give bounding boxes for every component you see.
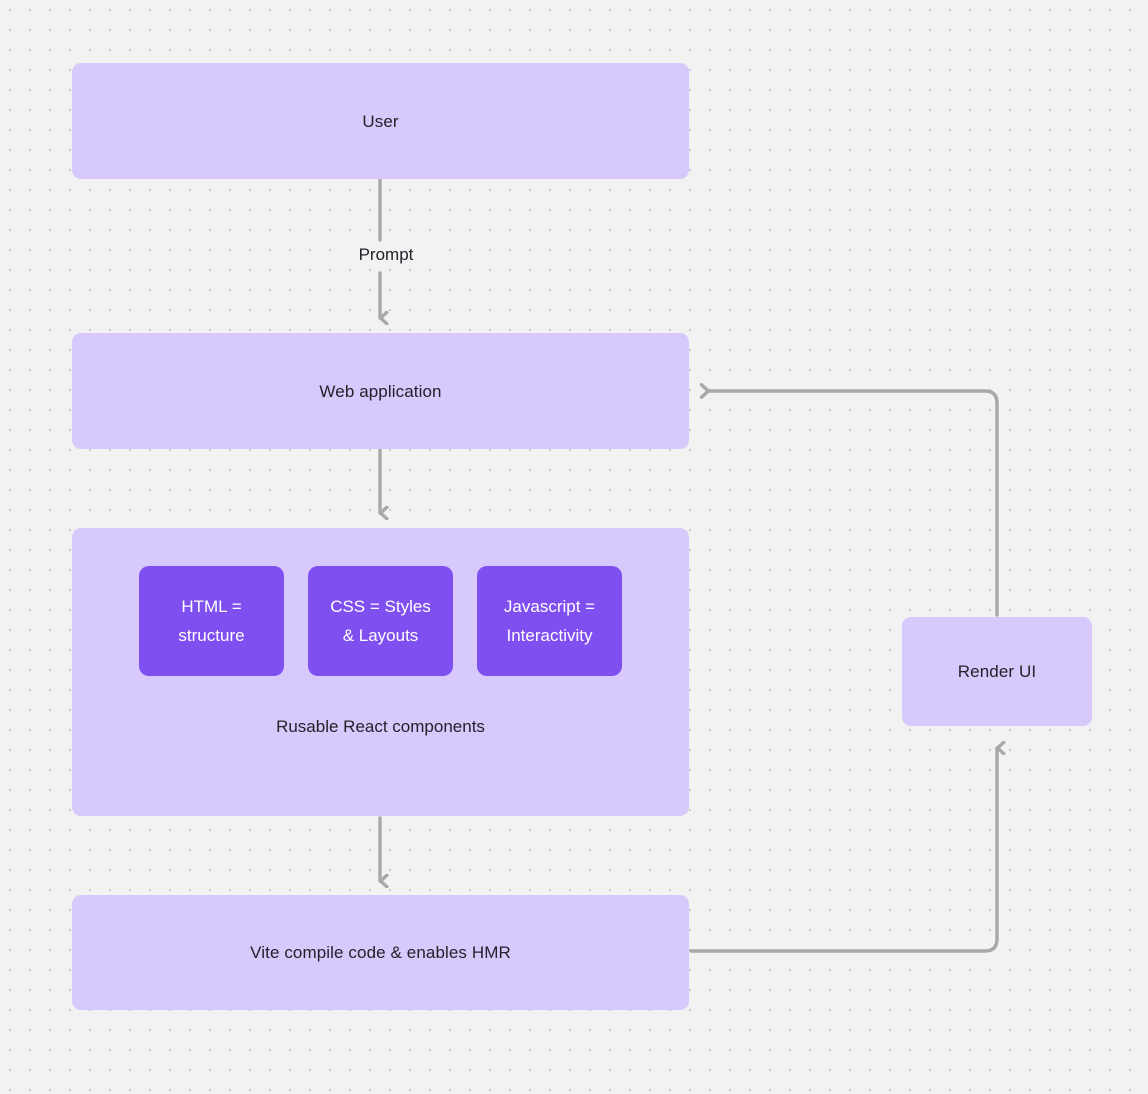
chip-html[interactable]: HTML = structure — [139, 566, 284, 676]
node-render-ui-label: Render UI — [957, 662, 1037, 681]
edge-render-to-webapp — [699, 383, 999, 617]
chip-javascript-label: Javascript = Interactivity — [503, 597, 596, 645]
chip-row: HTML = structure CSS = Styles & Layouts … — [72, 566, 689, 676]
node-vite[interactable]: Vite compile code & enables HMR — [72, 895, 689, 1010]
node-react-components-group[interactable]: HTML = structure CSS = Styles & Layouts … — [72, 528, 689, 816]
node-render-ui[interactable]: Render UI — [902, 617, 1092, 726]
node-vite-label: Vite compile code & enables HMR — [250, 943, 511, 962]
chip-css-label: CSS = Styles & Layouts — [330, 597, 431, 645]
node-react-components-caption: Rusable React components — [276, 717, 485, 736]
node-web-application-label: Web application — [319, 381, 442, 401]
edge-label-prompt: Prompt — [340, 245, 432, 265]
chip-javascript[interactable]: Javascript = Interactivity — [477, 566, 622, 676]
chip-css[interactable]: CSS = Styles & Layouts — [308, 566, 453, 676]
node-user[interactable]: User — [72, 63, 689, 179]
node-web-application[interactable]: Web application — [72, 333, 689, 449]
edge-vite-to-render — [689, 748, 997, 953]
chip-html-label: HTML = structure — [178, 597, 245, 645]
node-user-label: User — [362, 111, 399, 131]
